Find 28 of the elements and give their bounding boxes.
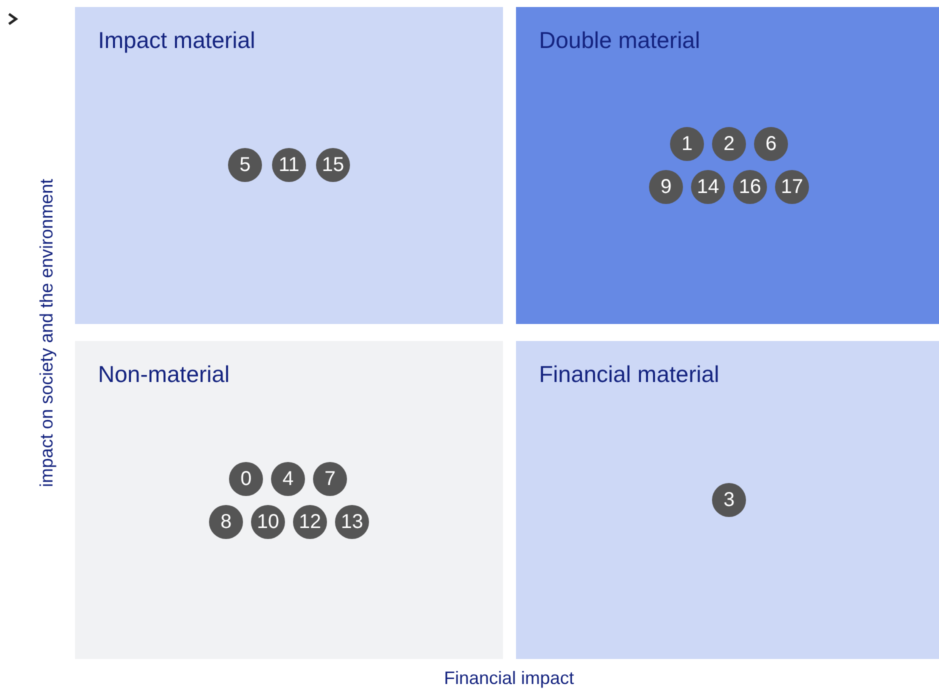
topic-number-marker: 9 xyxy=(649,170,683,204)
topic-number-marker: 1 xyxy=(670,127,704,161)
topic-number-marker: 17 xyxy=(775,170,809,204)
y-axis-label: impact on society and the environment xyxy=(36,178,58,488)
quadrant-heading: Financial material xyxy=(539,361,720,388)
quadrant-panel xyxy=(75,341,503,659)
quadrant-heading: Non-material xyxy=(98,361,230,388)
topic-number-marker: 8 xyxy=(209,505,243,539)
topic-number-marker: 16 xyxy=(733,170,767,204)
topic-number-marker: 11 xyxy=(272,148,306,182)
topic-number-marker: 12 xyxy=(293,505,327,539)
quadrant-heading: Impact material xyxy=(98,27,256,54)
quadrant-heading: Double material xyxy=(539,27,700,54)
topic-number-marker: 3 xyxy=(712,483,746,517)
topic-number-marker: 0 xyxy=(229,462,263,496)
topic-number-marker: 6 xyxy=(754,127,788,161)
topic-number-marker: 10 xyxy=(251,505,285,539)
quadrant-panel xyxy=(75,7,503,324)
topic-number-marker: 15 xyxy=(316,148,350,182)
topic-number-marker: 4 xyxy=(271,462,305,496)
quadrant-panel xyxy=(516,341,939,659)
x-axis-label: Financial impact xyxy=(444,668,574,689)
topic-number-marker: 7 xyxy=(313,462,347,496)
topic-number-marker: 14 xyxy=(691,170,725,204)
topic-number-marker: 5 xyxy=(228,148,262,182)
topic-number-marker: 13 xyxy=(335,505,369,539)
quadrant-panel xyxy=(516,7,939,324)
topic-number-marker: 2 xyxy=(712,127,746,161)
